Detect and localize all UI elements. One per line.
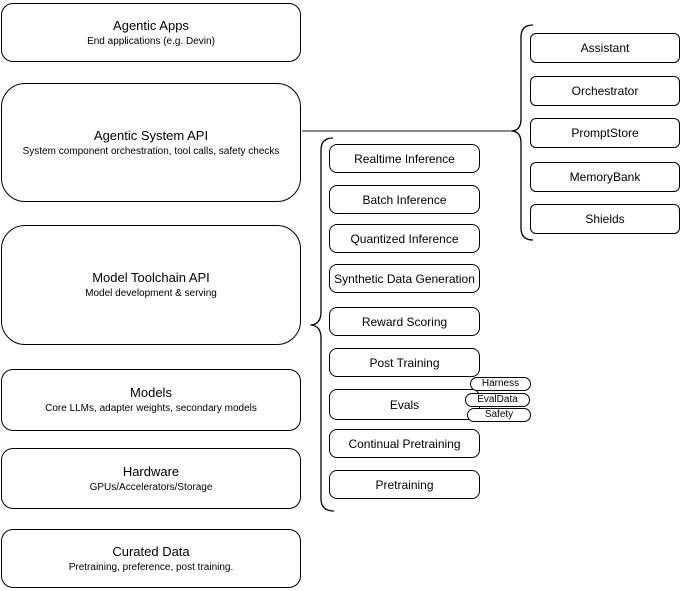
node-label: Evals	[389, 397, 420, 412]
node-subtitle: Model development & serving	[85, 288, 217, 299]
node-title: Model Toolchain API	[92, 270, 210, 285]
node-quantized-inference: Quantized Inference	[329, 224, 480, 253]
node-pretraining: Pretraining	[329, 470, 480, 499]
node-title: Agentic Apps	[113, 17, 189, 33]
node-model-toolchain-api: Model Toolchain API Model development & …	[1, 225, 301, 345]
node-promptstore: PromptStore	[530, 118, 680, 148]
node-title: Curated Data	[112, 543, 190, 559]
node-agentic-system-api: Agentic System API System component orch…	[1, 83, 301, 202]
node-title: Hardware	[122, 463, 180, 479]
node-label: Orchestrator	[571, 84, 639, 98]
node-label: Assistant	[580, 41, 630, 55]
node-title: Agentic System API	[93, 127, 209, 143]
node-synthetic-data-generation: Synthetic Data Generation	[329, 264, 480, 293]
pill-safety: Safety	[467, 408, 531, 422]
node-agentic-apps: Agentic Apps End applications (e.g. Devi…	[1, 3, 301, 62]
node-memorybank: MemoryBank	[530, 162, 680, 192]
pill-label: Safety	[484, 409, 514, 420]
node-realtime-inference: Realtime Inference	[329, 144, 480, 173]
node-subtitle: System component orchestration, tool cal…	[22, 145, 280, 157]
node-label: MemoryBank	[569, 170, 641, 184]
node-subtitle: Core LLMs, adapter weights, secondary mo…	[45, 403, 257, 414]
node-label: Batch Inference	[362, 192, 447, 207]
pill-label: EvalData	[477, 394, 518, 405]
node-models: Models Core LLMs, adapter weights, secon…	[1, 369, 301, 431]
node-label: Post Training	[369, 355, 440, 370]
node-subtitle: GPUs/Accelerators/Storage	[89, 481, 213, 493]
node-label: Continual Pretraining	[348, 436, 461, 451]
node-curated-data: Curated Data Pretraining, preference, po…	[1, 529, 301, 588]
node-label: Reward Scoring	[361, 314, 448, 329]
node-orchestrator: Orchestrator	[530, 76, 680, 106]
node-label: PromptStore	[571, 126, 639, 140]
node-post-training: Post Training	[329, 348, 480, 377]
node-batch-inference: Batch Inference	[329, 185, 480, 214]
node-label: Shields	[585, 212, 625, 226]
pill-harness: Harness	[470, 377, 531, 391]
node-subtitle: Pretraining, preference, post training.	[68, 561, 234, 573]
node-label: Quantized Inference	[350, 231, 459, 246]
node-subtitle: End applications (e.g. Devin)	[87, 35, 215, 47]
node-reward-scoring: Reward Scoring	[329, 307, 480, 336]
node-label: Pretraining	[375, 477, 434, 492]
node-title: Models	[130, 385, 172, 400]
pill-label: Harness	[481, 378, 520, 389]
node-label: Synthetic Data Generation	[334, 271, 475, 286]
pill-evaldata: EvalData	[465, 393, 530, 407]
node-shields: Shields	[530, 204, 680, 234]
node-label: Realtime Inference	[354, 151, 455, 166]
node-assistant: Assistant	[530, 33, 680, 63]
node-evals: Evals	[329, 389, 480, 420]
node-continual-pretraining: Continual Pretraining	[329, 429, 480, 458]
node-hardware: Hardware GPUs/Accelerators/Storage	[1, 448, 301, 509]
